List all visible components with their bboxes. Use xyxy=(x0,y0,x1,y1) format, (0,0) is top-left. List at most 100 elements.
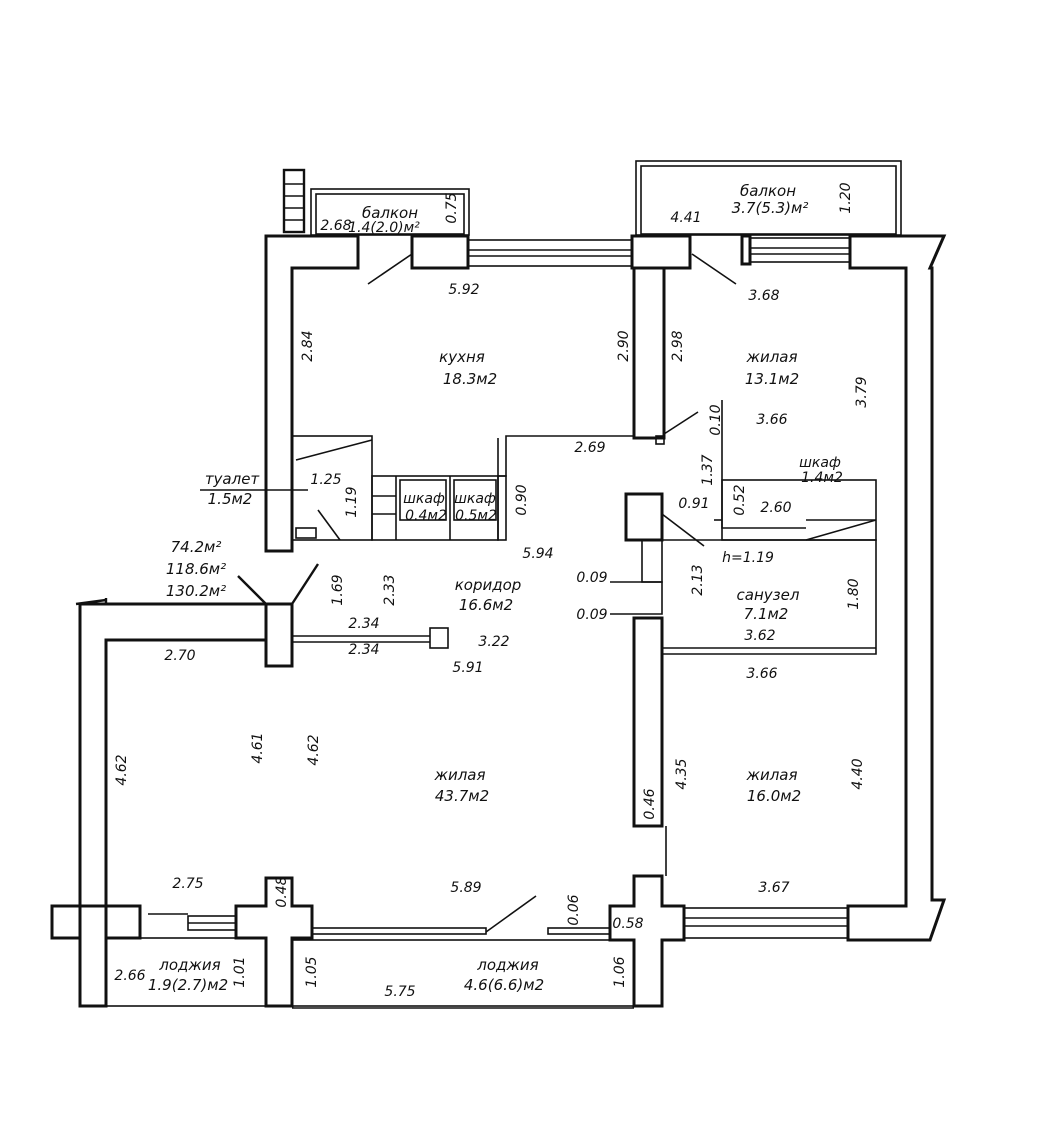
room-loggia-sw-area: 1.9(2.7)м2 xyxy=(148,976,228,994)
dim-2-69: 2.69 xyxy=(574,440,605,456)
dim-3-66-b: 3.66 xyxy=(746,666,777,682)
dim-2-70: 2.70 xyxy=(164,648,195,664)
room-closet-a: шкаф 0.4м2 xyxy=(403,491,447,524)
dim-3-22: 3.22 xyxy=(478,634,509,650)
room-closet-ne: шкаф 1.4м2 xyxy=(799,455,843,486)
dim-1-69: 1.69 xyxy=(330,574,346,605)
dim-1-80: 1.80 xyxy=(846,578,862,609)
room-toilet: туалет 1.5м2 xyxy=(205,470,261,508)
dim-2-60: 2.60 xyxy=(760,500,791,516)
room-living-main-area: 43.7м2 xyxy=(435,787,489,805)
room-kitchen-area: 18.3м2 xyxy=(443,370,497,388)
dim-1-01: 1.01 xyxy=(232,956,248,987)
dim-2-34-b: 2.34 xyxy=(348,642,379,658)
dim-0-06: 0.06 xyxy=(566,894,582,925)
room-toilet-area: 1.5м2 xyxy=(208,490,253,508)
room-living-ne-area: 13.1м2 xyxy=(745,370,799,388)
exterior-walls xyxy=(50,234,947,1009)
dim-0-75: 0.75 xyxy=(444,192,460,223)
dim-0-91: 0.91 xyxy=(678,496,709,512)
room-closet-a-area: 0.4м2 xyxy=(405,508,447,524)
room-balcony-ne-area: 3.7(5.3)м² xyxy=(732,199,809,217)
dim-1-19: 1.19 xyxy=(344,486,360,517)
dim-1-37: 1.37 xyxy=(700,454,716,485)
dim-2-68: 2.68 xyxy=(320,218,351,234)
dimensions-vertical: 0.75 1.20 2.84 2.90 2.98 3.79 0.10 1.37 … xyxy=(114,182,870,987)
dim-0-09-a: 0.09 xyxy=(576,570,607,586)
dim-0-10: 0.10 xyxy=(708,404,724,435)
room-balcony-ne-name: балкон xyxy=(740,182,796,200)
room-living-se: жилая 16.0м2 xyxy=(745,766,801,805)
room-kitchen-name: кухня xyxy=(439,348,485,366)
room-bathroom-name: санузел xyxy=(737,586,800,604)
room-closet-b-name: шкаф xyxy=(454,491,496,507)
dim-0-58: 0.58 xyxy=(612,916,643,932)
dim-3-67: 3.67 xyxy=(758,880,789,896)
dim-0-52: 0.52 xyxy=(732,484,748,515)
room-loggia-s-area: 4.6(6.6)м2 xyxy=(464,976,544,994)
area-totals: 74.2м² 118.6м² 130.2м² xyxy=(166,538,226,600)
dim-2-13: 2.13 xyxy=(690,564,706,595)
dim-5-91: 5.91 xyxy=(452,660,483,676)
room-loggia-s: лоджия 4.6(6.6)м2 xyxy=(464,956,544,994)
room-loggia-s-name: лоджия xyxy=(476,956,538,974)
room-closet-b-area: 0.5м2 xyxy=(455,508,497,524)
dim-2-34-a: 2.34 xyxy=(348,616,379,632)
balcony-ne-outline xyxy=(635,160,902,236)
room-kitchen: кухня 18.3м2 xyxy=(439,348,497,388)
dim-5-92: 5.92 xyxy=(448,282,479,298)
dim-0-46: 0.46 xyxy=(642,788,658,819)
dim-1-25: 1.25 xyxy=(310,472,341,488)
dim-4-61: 4.61 xyxy=(250,732,266,763)
dim-3-68: 3.68 xyxy=(748,288,779,304)
dim-4-62-b: 4.62 xyxy=(306,734,322,765)
dim-2-66: 2.66 xyxy=(114,968,145,984)
room-living-se-area: 16.0м2 xyxy=(747,787,801,805)
room-closet-b: шкаф 0.5м2 xyxy=(454,491,497,524)
dim-5-89: 5.89 xyxy=(450,880,481,896)
room-balcony-nw: балкон 1.4(2.0)м² xyxy=(348,204,420,236)
dimensions-horizontal: 2.68 4.41 5.92 3.68 3.66 2.69 1.25 0.91 … xyxy=(114,210,791,1000)
room-balcony-nw-area: 1.4(2.0)м² xyxy=(348,220,420,236)
room-corridor: коридор 16.6м2 xyxy=(455,576,522,614)
room-living-main-name: жилая xyxy=(433,766,485,784)
total-area-1: 74.2м² xyxy=(171,538,222,556)
room-living-main: жилая 43.7м2 xyxy=(433,766,489,805)
dim-5-94: 5.94 xyxy=(522,546,553,562)
room-balcony-nw-name: балкон xyxy=(362,204,418,222)
balcony-nw-outline xyxy=(282,168,470,236)
dim-2-33: 2.33 xyxy=(382,574,398,605)
room-balcony-ne: балкон 3.7(5.3)м² xyxy=(732,182,809,217)
room-closet-ne-name: шкаф xyxy=(799,455,841,471)
dim-4-35: 4.35 xyxy=(674,758,690,789)
dim-0-09-b: 0.09 xyxy=(576,607,607,623)
dim-5-75: 5.75 xyxy=(384,984,415,1000)
dim-1-06: 1.06 xyxy=(612,956,628,987)
dim-4-62-a: 4.62 xyxy=(114,754,130,785)
room-corridor-area: 16.6м2 xyxy=(459,596,513,614)
total-area-2: 118.6м² xyxy=(166,560,226,578)
dim-2-90: 2.90 xyxy=(616,330,632,361)
dim-4-41: 4.41 xyxy=(670,210,701,226)
room-loggia-sw: лоджия 1.9(2.7)м2 xyxy=(148,956,228,994)
dim-2-84: 2.84 xyxy=(300,330,316,361)
dim-2-75: 2.75 xyxy=(172,876,203,892)
room-bathroom-area: 7.1м2 xyxy=(744,605,789,623)
interior-partitions xyxy=(75,253,877,933)
dim-2-98: 2.98 xyxy=(670,330,686,361)
room-bathroom: санузел 7.1м2 xyxy=(737,586,800,623)
room-closet-ne-area: 1.4м2 xyxy=(801,470,843,486)
room-loggia-sw-name: лоджия xyxy=(158,956,220,974)
room-living-se-name: жилая xyxy=(745,766,797,784)
dim-1-20: 1.20 xyxy=(838,182,854,213)
dim-3-62: 3.62 xyxy=(744,628,775,644)
ceiling-height-note: h=1.19 xyxy=(722,550,774,566)
room-living-ne-name: жилая xyxy=(745,348,797,366)
room-toilet-name: туалет xyxy=(205,470,261,488)
dim-1-05: 1.05 xyxy=(304,956,320,987)
dim-3-79: 3.79 xyxy=(854,376,870,407)
room-living-ne: жилая 13.1м2 xyxy=(745,348,799,388)
total-area-3: 130.2м² xyxy=(166,582,226,600)
dim-0-90: 0.90 xyxy=(514,484,530,515)
